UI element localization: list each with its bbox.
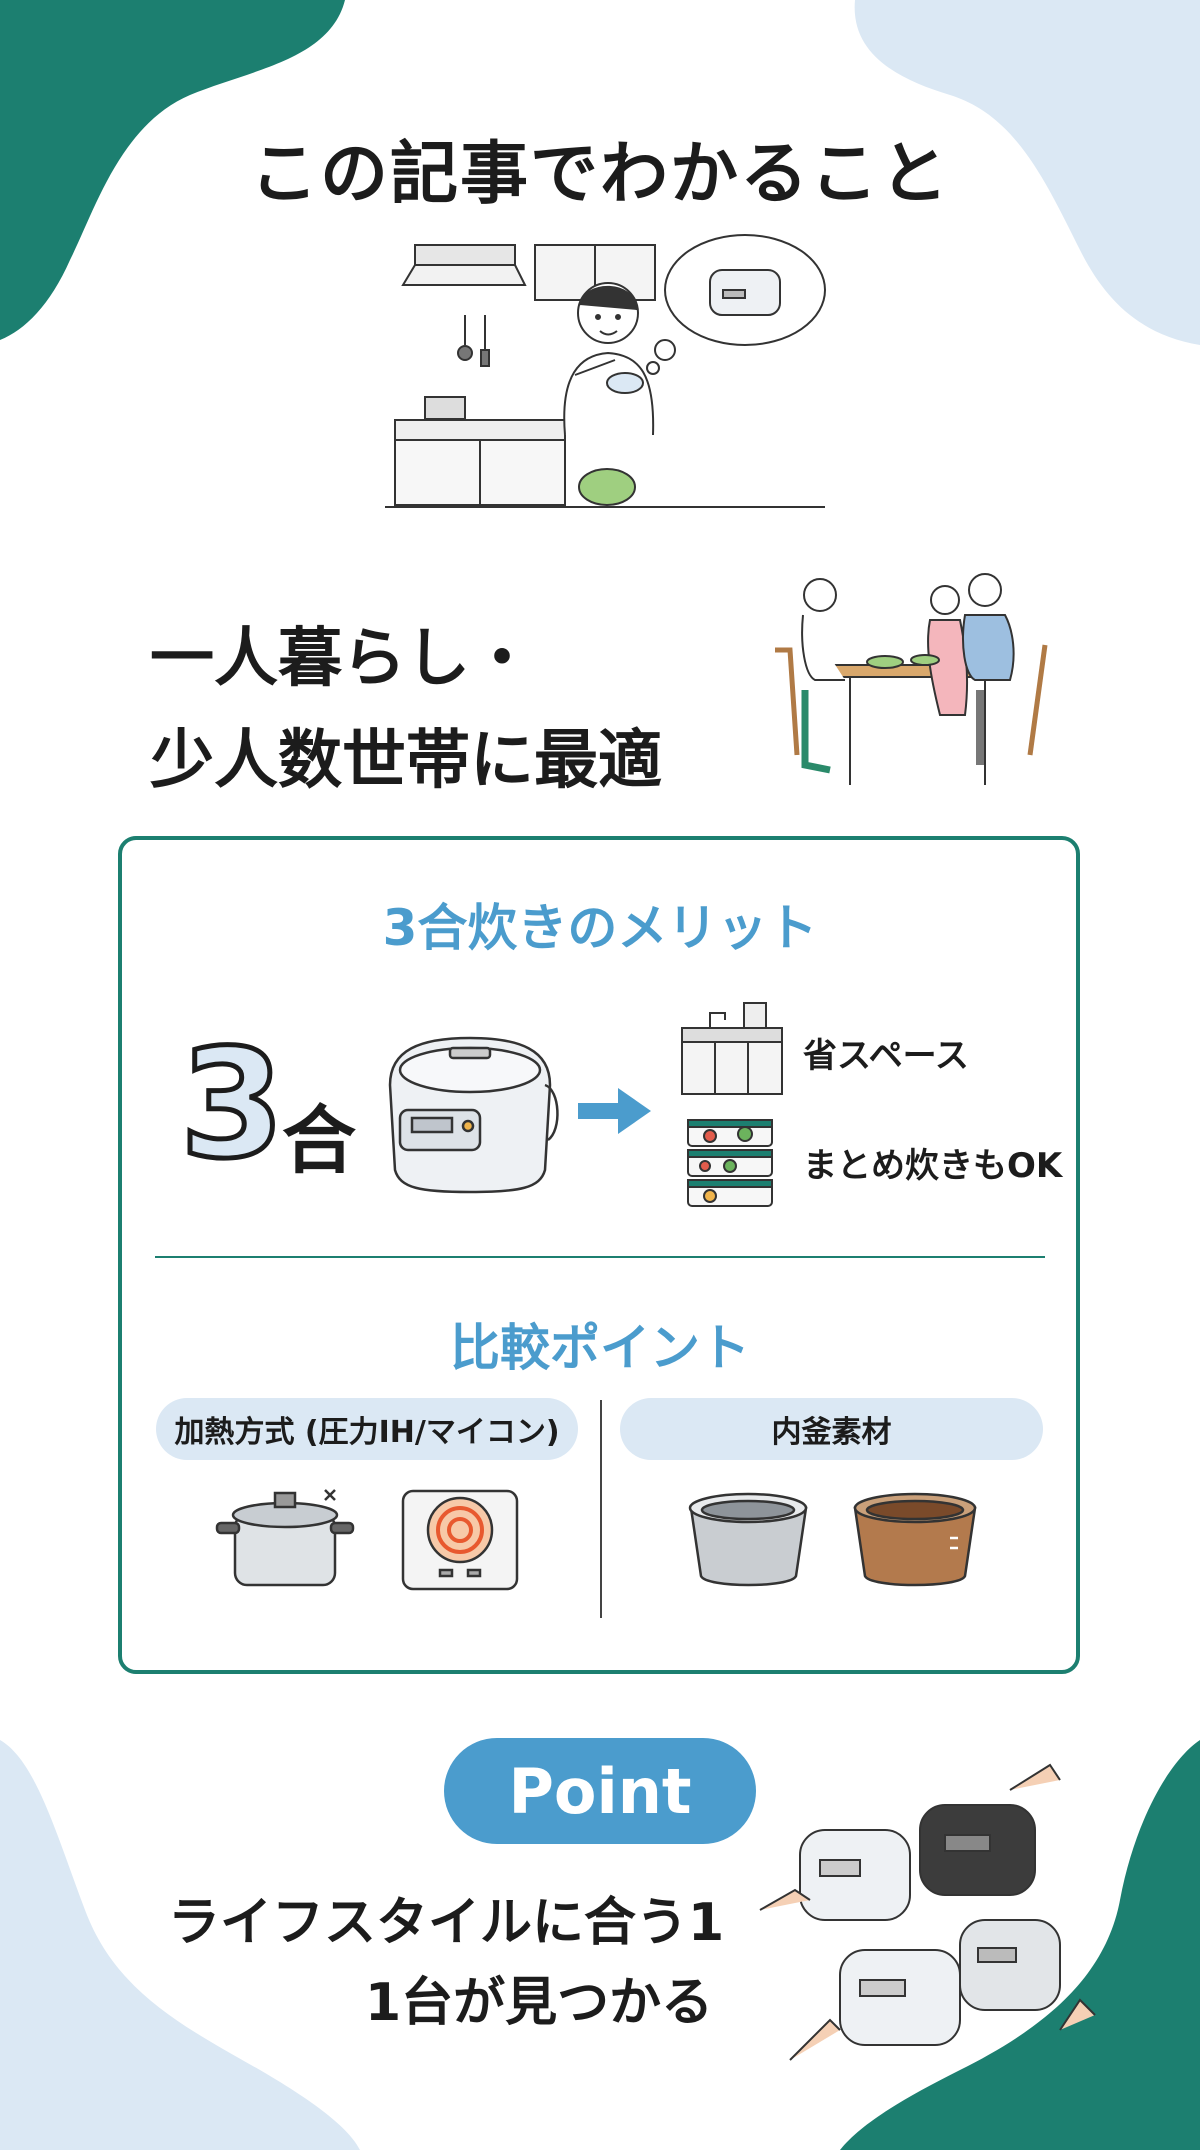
corner-blob-bottom-right [840,1740,1200,2150]
kitchen-icon [681,1002,783,1095]
page-title: この記事でわかること [249,135,950,214]
corner-blob-top-right [854,0,1200,345]
big-number-3: 3 [177,1018,286,1192]
comparison-divider [600,1400,602,1618]
comparison-title: 比較ポイント [450,1319,750,1377]
clay-inner-pot-icon [853,1492,977,1587]
audience-line-1: 一人暮らし・ [150,622,534,696]
target-audience-heading: 一人暮らし・ 少人数世帯に最適 [150,608,662,812]
pressure-pot-icon [215,1489,355,1587]
rice-cookers-with-hands-icon [759,1763,1096,2061]
point-line-2: 1台が見つかる [365,1973,714,2033]
card-divider [155,1256,1045,1258]
heating-method-pill: 加熱方式 (圧力IH/マイコン) [156,1398,578,1460]
family-dining-icon [775,573,1048,785]
audience-line-2: 少人数世帯に最適 [150,724,662,798]
unit-label: 合 [282,1098,356,1184]
food-containers-icon [687,1119,773,1207]
merit-batch-cooking: まとめ炊きもOK [803,1146,1063,1186]
stainless-inner-pot-icon [688,1492,808,1587]
point-badge: Point [444,1738,756,1844]
merit-space-saving: 省スペース [803,1036,969,1076]
inner-pot-material-pill: 内釜素材 [620,1398,1043,1460]
arrow-right-icon [578,1088,651,1134]
merits-title: 3合炊きのメリット [382,899,818,957]
person-eating-in-kitchen-icon [385,234,826,508]
corner-blob-bottom-left [0,1740,360,2150]
point-line-1: ライフスタイルに合う1 [168,1893,725,1953]
rice-cooker-icon [388,1036,559,1194]
corner-blob-top-left [0,0,345,340]
ih-cooktop-icon [401,1489,519,1591]
